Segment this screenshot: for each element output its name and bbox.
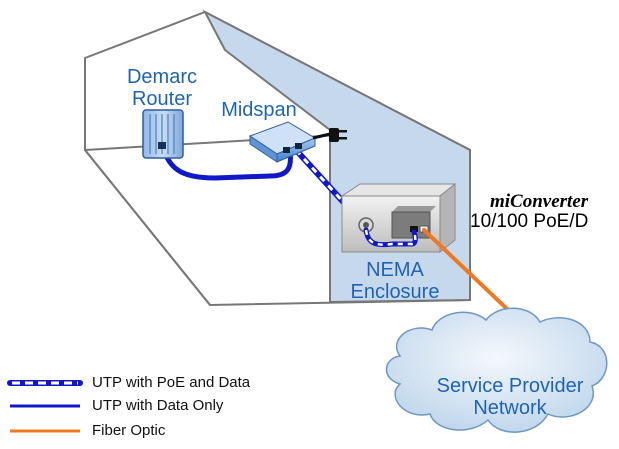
cloud-label-line1: Service Provider — [436, 375, 584, 397]
legend-label-fiber: Fiber Optic — [92, 422, 166, 439]
midspan-label: Midspan — [221, 99, 297, 121]
nema-enclosure-label: NEMA Enclosure — [335, 259, 455, 303]
miconverter-variant-label: 10/100 PoE/D — [470, 211, 589, 232]
legend-label-utp-data: UTP with Data Only — [92, 397, 224, 414]
nema-enclosure-label-line1: NEMA — [366, 259, 424, 281]
utp-poe-data-cable — [293, 147, 349, 208]
utp-data-cable — [160, 145, 293, 181]
demarc-router[interactable] — [142, 109, 184, 159]
cloud-label-line2: Network — [473, 397, 547, 419]
cloud-label: Service Provider Network — [420, 375, 600, 419]
midspan-device[interactable] — [248, 121, 317, 163]
demarc-router-label: Demarc Router — [112, 66, 212, 110]
power-plug-icon — [312, 128, 347, 142]
house-floor-edges — [84, 149, 211, 306]
demarc-router-label-line2: Router — [131, 88, 193, 110]
service-provider-cloud[interactable] — [385, 307, 608, 433]
miconverter-model-label: miConverter — [490, 191, 589, 212]
legend-label-utp-poe-data: UTP with PoE and Data — [92, 374, 251, 391]
nema-enclosure[interactable] — [340, 182, 457, 254]
demarc-router-label-line1: Demarc — [126, 66, 197, 88]
nema-enclosure-label-line2: Enclosure — [350, 281, 440, 303]
